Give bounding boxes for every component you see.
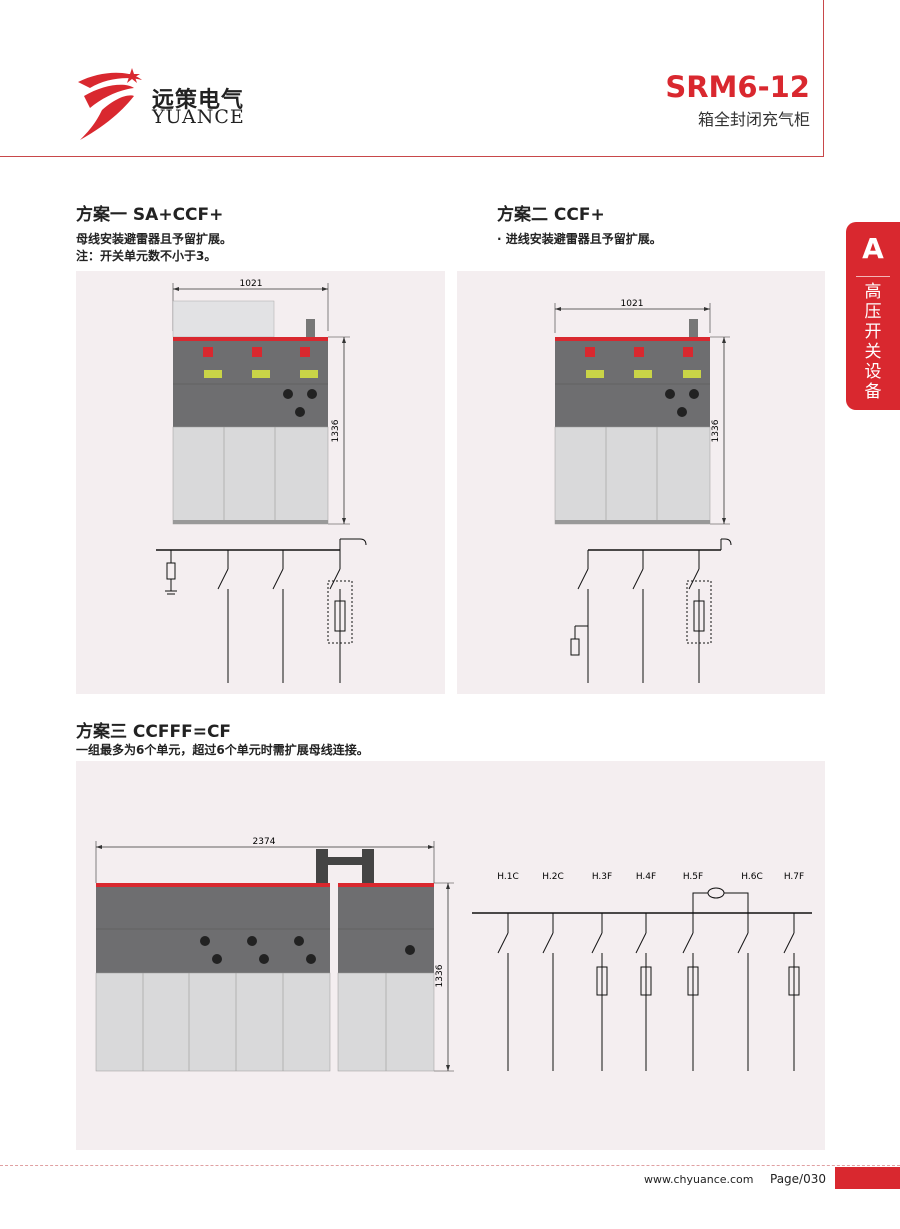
- scheme-2-width-dim: 1021: [621, 299, 644, 309]
- unit-label-h2c: H.2C: [542, 872, 563, 882]
- scheme-1-height-dim: 1336: [331, 419, 341, 442]
- scheme-2-height-dim: 1336: [711, 419, 721, 442]
- unit-label-h4f: H.4F: [636, 872, 656, 882]
- footer-divider: [0, 1165, 900, 1166]
- footer-url[interactable]: www.chyuance.com: [644, 1173, 754, 1186]
- product-model: SRM6-12: [665, 70, 810, 104]
- scheme-3-panel: 2374 1336 H.1C H.2C H.3F H.4F H.5F H.6C …: [76, 761, 825, 1150]
- side-tab-letter: A: [862, 232, 884, 265]
- brand-name-en: YUANCE: [152, 106, 245, 128]
- scheme-2-panel: 1021 1336: [457, 271, 825, 694]
- brand-name-cn: 远策电气: [152, 88, 245, 113]
- scheme-2-note-1: · 进线安装避雷器且予留扩展。: [497, 232, 662, 246]
- unit-label-h6c: H.6C: [741, 872, 762, 882]
- unit-label-h7f: H.7F: [784, 872, 804, 882]
- scheme-1-note-2: 注：开关单元数不小于3。: [76, 249, 217, 263]
- scheme-3-width-dim: 2374: [253, 837, 276, 847]
- unit-label-h1c: H.1C: [497, 872, 518, 882]
- scheme-1-panel: 1021 1336: [76, 271, 445, 694]
- scheme-2-title: 方案二 CCF+: [497, 205, 605, 225]
- scheme-3-drawing: 2374 1336 H.1C H.2C H.3F H.4F H.5F H.6C …: [95, 837, 812, 1072]
- scheme-1-drawing: 1021 1336: [156, 279, 367, 683]
- side-tab-divider: [856, 276, 890, 277]
- scheme-1-note-1: 母线安装避雷器且予留扩展。: [76, 232, 233, 246]
- unit-label-h3f: H.3F: [592, 872, 612, 882]
- scheme-3-height-dim: 1336: [435, 964, 445, 987]
- scheme-1-width-dim: 1021: [240, 279, 263, 289]
- scheme-3-title: 方案三 CCFFF=CF: [76, 722, 232, 742]
- side-tab-text: 高压开关设备: [864, 282, 882, 402]
- product-subtitle: 箱全封闭充气柜: [697, 110, 810, 129]
- unit-label-h5f: H.5F: [683, 872, 703, 882]
- section-side-tab: A 高压开关设备: [846, 222, 900, 410]
- header-frame: [0, 0, 824, 157]
- scheme-1-title: 方案一 SA+CCF+: [76, 205, 224, 225]
- footer-accent-bar: [835, 1167, 900, 1189]
- footer-page-number: Page/030: [770, 1172, 826, 1186]
- scheme-2-drawing: 1021 1336: [554, 299, 732, 683]
- yuance-logo-icon: [78, 68, 142, 140]
- scheme-3-note-1: 一组最多为6个单元，超过6个单元时需扩展母线连接。: [76, 743, 369, 757]
